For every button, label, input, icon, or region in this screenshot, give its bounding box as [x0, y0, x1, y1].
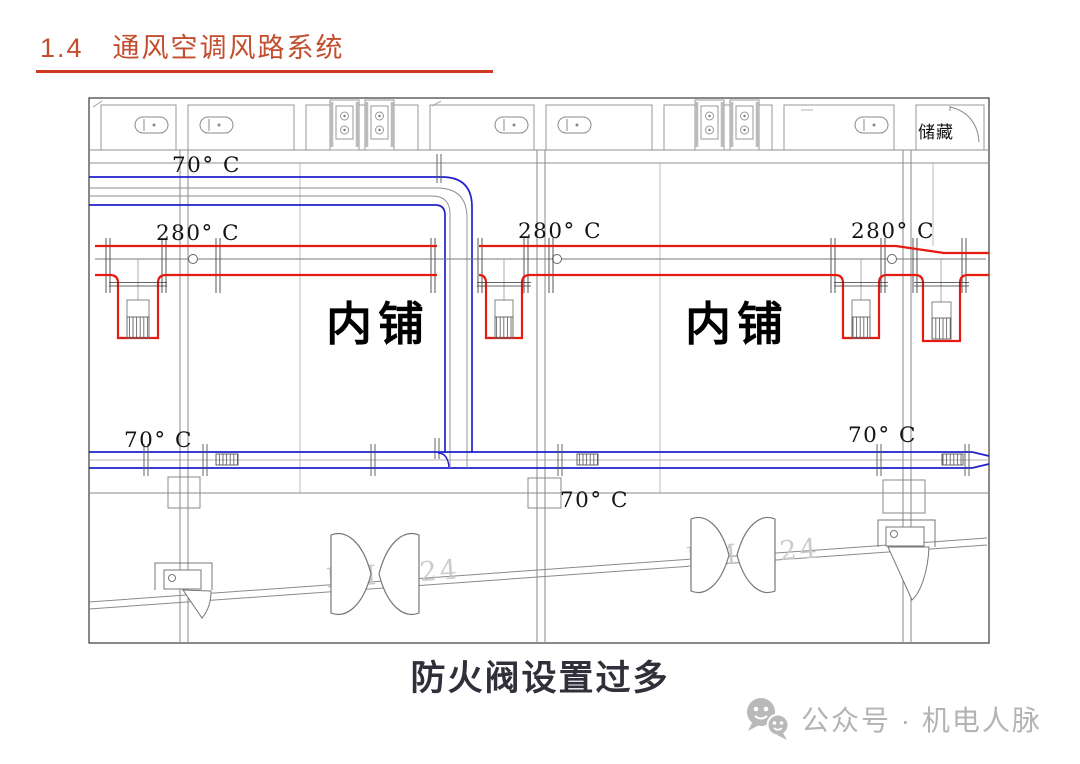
temp-label-bottom-right: 70° C	[848, 423, 917, 448]
fire-damper-valve-left	[330, 533, 420, 615]
light-fixture	[494, 116, 529, 134]
panel-unit	[364, 99, 395, 151]
pipe-ticks-bottom	[143, 444, 970, 476]
panel-unit	[729, 99, 760, 151]
slide-caption: 防火阀设置过多	[410, 659, 670, 698]
watermark: 公众号 · 机电人脉	[744, 696, 1042, 742]
temp-label-bottom-left: 70° C	[124, 428, 193, 453]
inline-damper	[215, 453, 239, 466]
column-base	[167, 476, 201, 509]
page-title: 1.4 通风空调风路系统	[40, 33, 345, 63]
light-fixture	[199, 116, 234, 134]
plan-border	[88, 97, 990, 644]
pipe-dampers	[215, 453, 964, 466]
column-base	[882, 479, 926, 514]
floor-plan-drawing: BM1524 BM1524 70° C 280° C 280° C 280°	[88, 97, 990, 644]
column-base	[527, 477, 562, 509]
floor-structure	[89, 476, 989, 514]
shop-label-left: 内铺	[326, 298, 430, 350]
light-fixture	[557, 116, 592, 134]
temp-label-top-left: 70° C	[172, 153, 241, 178]
inline-damper	[576, 453, 599, 466]
temp-label-280-right: 280° C	[851, 219, 935, 244]
ramp-lines	[88, 537, 988, 610]
duct-centerline	[95, 254, 986, 264]
title-underline	[36, 70, 493, 73]
storage-room-label: 储藏	[918, 123, 954, 143]
fire-damper-valve-right	[690, 517, 776, 593]
pipe-run-top	[89, 176, 473, 453]
pipe-corner-ticks	[434, 154, 442, 459]
storage-door-symbol	[949, 106, 980, 143]
supply-air-grilles	[109, 259, 969, 340]
temp-label-280-middle: 280° C	[518, 219, 602, 244]
pipe-run-bottom	[89, 451, 990, 469]
ceiling-light-fixtures	[134, 116, 889, 134]
watermark-label: 公众号 · 机电人脉	[801, 705, 1042, 736]
ceiling-fixture-band	[89, 100, 989, 164]
light-fixture	[134, 116, 169, 134]
door-symbol-right	[877, 519, 936, 601]
air-grille	[914, 259, 969, 340]
air-grille	[109, 259, 167, 339]
duct-ticks	[105, 238, 967, 293]
pipe-gray-lines-top	[89, 187, 468, 453]
air-grille	[477, 259, 531, 339]
air-grille	[834, 259, 888, 339]
ceiling-panel-units	[329, 99, 760, 151]
temp-label-280-left: 280° C	[156, 221, 240, 246]
light-fixture	[854, 116, 889, 134]
panel-unit	[694, 99, 725, 151]
shop-label-right: 内铺	[685, 298, 789, 350]
wechat-icon	[747, 698, 790, 740]
panel-unit	[329, 99, 360, 151]
temp-label-bottom-middle: 70° C	[560, 488, 629, 513]
inline-damper	[941, 453, 964, 466]
door-symbol-left	[154, 562, 213, 619]
